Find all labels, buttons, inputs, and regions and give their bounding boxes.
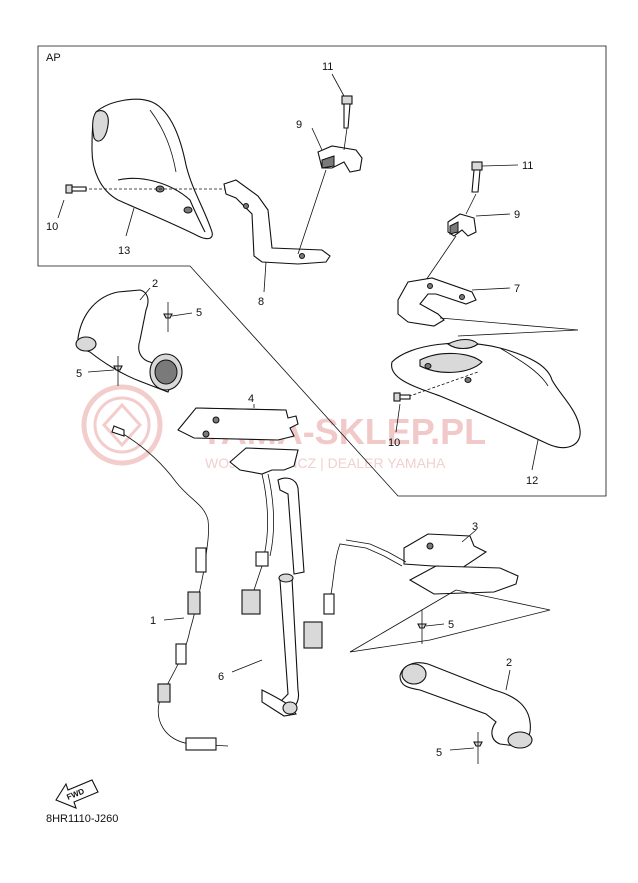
rivet-5-lower-a <box>417 610 427 644</box>
bolt-11-left <box>341 95 353 129</box>
callout-10-left: 10 <box>46 221 58 233</box>
callout-11-left: 11 <box>322 61 333 73</box>
clamp-9-left <box>317 145 363 173</box>
callout-13: 13 <box>118 245 130 257</box>
callout-9-right: 9 <box>514 209 520 221</box>
callout-11-right: 11 <box>522 160 533 172</box>
callout-2-lower: 2 <box>506 657 512 669</box>
callout-5-lower-right: 5 <box>448 619 454 631</box>
grip-tube-left-2 <box>75 289 183 393</box>
callout-8: 8 <box>258 296 264 308</box>
rivet-5-upper-b <box>113 356 123 386</box>
callout-6: 6 <box>218 671 224 683</box>
callout-5-upper-right: 5 <box>196 307 202 319</box>
bracket-left-8 <box>223 179 331 265</box>
rivet-5-upper-a <box>163 302 173 332</box>
callout-7: 7 <box>514 283 520 295</box>
heater-element-4 <box>177 407 299 475</box>
bolt-10-left <box>65 184 87 194</box>
handguard-left-13 <box>91 98 213 240</box>
bolt-11-right <box>471 161 483 193</box>
bolt-10-right <box>393 392 411 402</box>
cable-1 <box>111 425 229 751</box>
handguard-right-12 <box>391 338 581 448</box>
hose-6 <box>261 477 305 717</box>
callout-1: 1 <box>150 615 156 627</box>
drawing-code: 8HR1110-J260 <box>46 813 118 825</box>
connector-right <box>303 593 335 649</box>
callout-5-upper-left: 5 <box>76 368 82 380</box>
callout-4: 4 <box>248 393 254 405</box>
grip-tube-right-2 <box>399 662 533 749</box>
section-label: AP <box>46 52 61 64</box>
callout-9-left: 9 <box>296 119 302 131</box>
connector-left-a <box>241 551 269 615</box>
callout-10-right: 10 <box>388 437 400 449</box>
callout-2-upper: 2 <box>152 278 158 290</box>
rivet-5-lower-b <box>473 732 483 764</box>
callout-5-lower-left: 5 <box>436 747 442 759</box>
fwd-arrow-icon: FWD <box>55 779 99 809</box>
callout-12: 12 <box>526 475 538 487</box>
heater-element-3 <box>403 533 519 595</box>
clamp-9-right <box>447 213 477 237</box>
callout-3: 3 <box>472 521 478 533</box>
bracket-7 <box>397 277 477 327</box>
ap-region-border <box>37 45 607 497</box>
